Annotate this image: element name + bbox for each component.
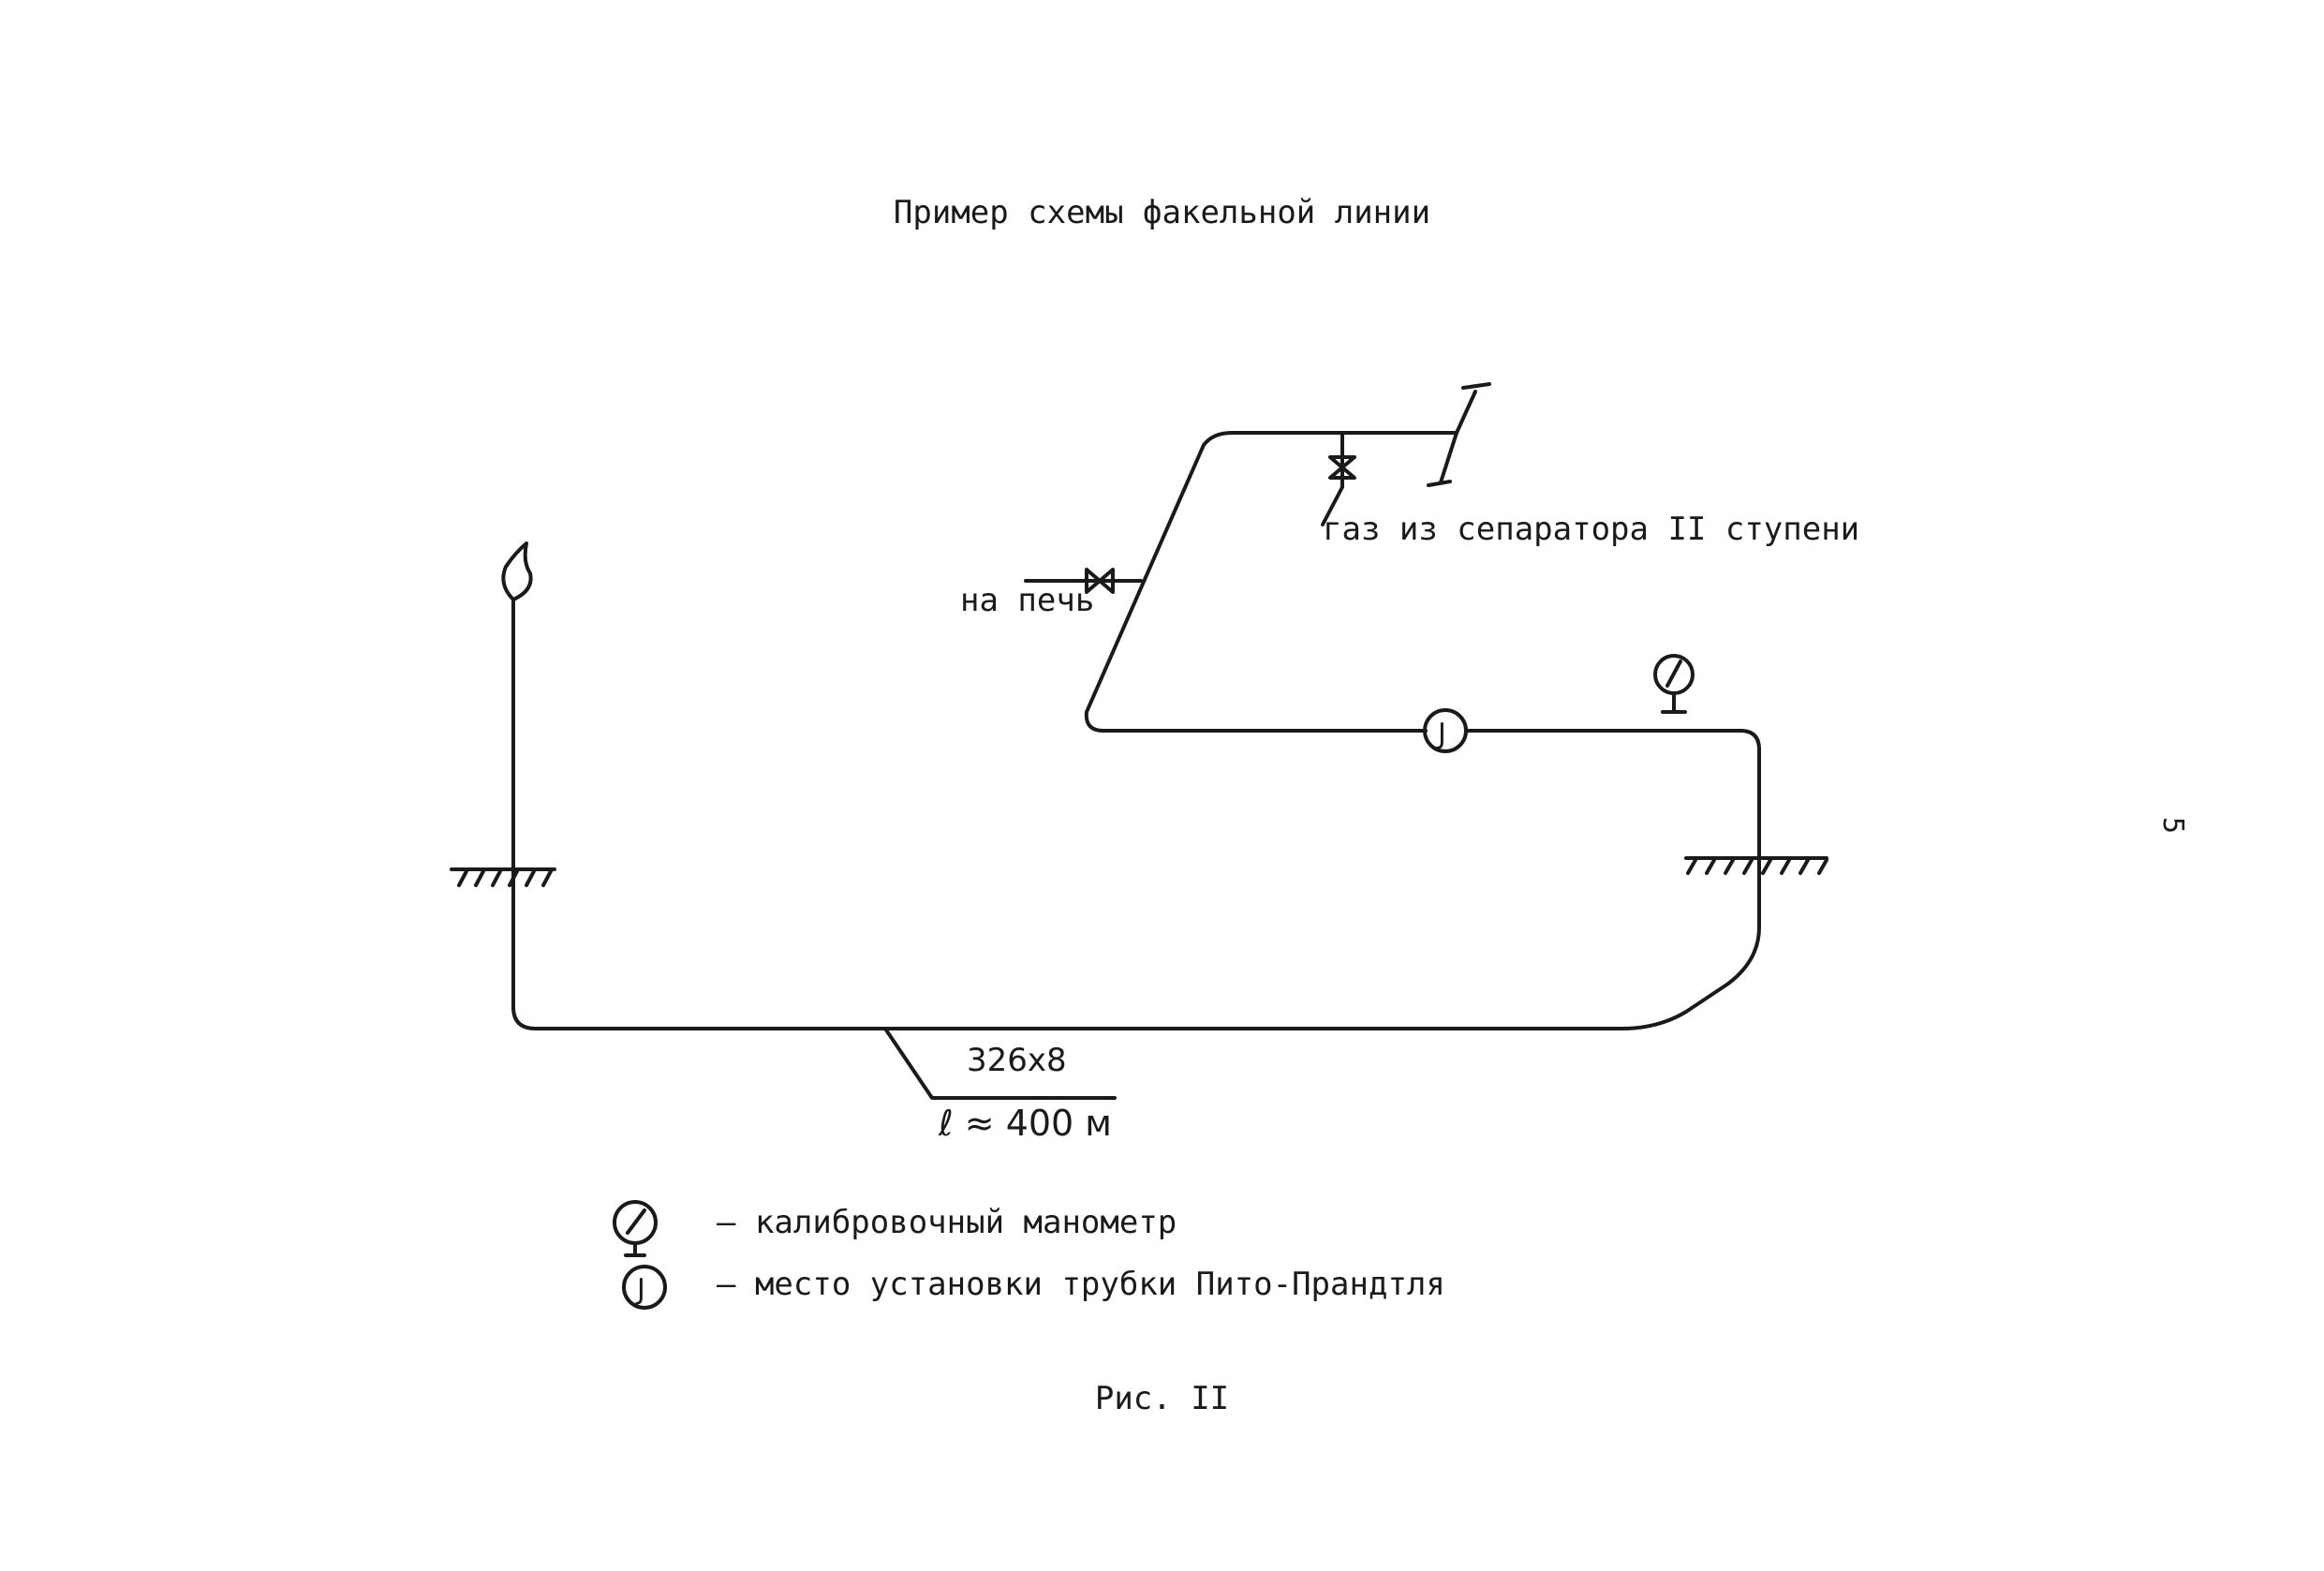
- valve-top-stem: [1321, 485, 1344, 526]
- gas-inlet-stub: [1455, 390, 1477, 435]
- legend-pitot-tube-symbol: J: [635, 1273, 645, 1306]
- diagram-title: Пример схемы факельной линии: [893, 194, 1431, 231]
- figure-caption: Рис. II: [1094, 1380, 1230, 1417]
- ground-hatch-right: [1686, 858, 1828, 875]
- legend-pitot-tube-icon: [622, 1265, 667, 1310]
- pipe-length-label: ℓ ≈ 400 м: [939, 1103, 1112, 1144]
- upper-return-pipe-left: [1084, 431, 1428, 733]
- gas-inlet-stub-lower: [1439, 431, 1458, 484]
- main-pipe: [534, 729, 1761, 1030]
- legend-manometer-needle: [626, 1208, 646, 1235]
- page-number: 5: [2156, 816, 2190, 835]
- dimension-leader: [883, 1027, 1117, 1100]
- flame-icon: [501, 541, 533, 601]
- legend-pitot-tube-text: – место установки трубки Пито-Прандтля: [717, 1266, 1445, 1303]
- gas-inlet-stub-end-bottom: [1427, 480, 1452, 487]
- flare-riser: [511, 598, 538, 1030]
- ground-hatch-left: [457, 869, 553, 887]
- manometer-needle: [1665, 660, 1682, 688]
- to-furnace-label: на печь: [960, 582, 1095, 619]
- valve-top-body: [1328, 455, 1356, 480]
- gas-inlet-stub-end-top: [1461, 382, 1491, 390]
- pipe-size-label: 326х8: [967, 1042, 1067, 1079]
- furnace-valve-body: [1085, 568, 1115, 594]
- gas-source-label: газ из сепаратора II ступени: [1323, 511, 1860, 548]
- pitot-tube-symbol: J: [1436, 718, 1446, 750]
- legend-manometer-text: – калибровочный манометр: [717, 1204, 1177, 1241]
- pitot-tube-icon: [1423, 708, 1468, 753]
